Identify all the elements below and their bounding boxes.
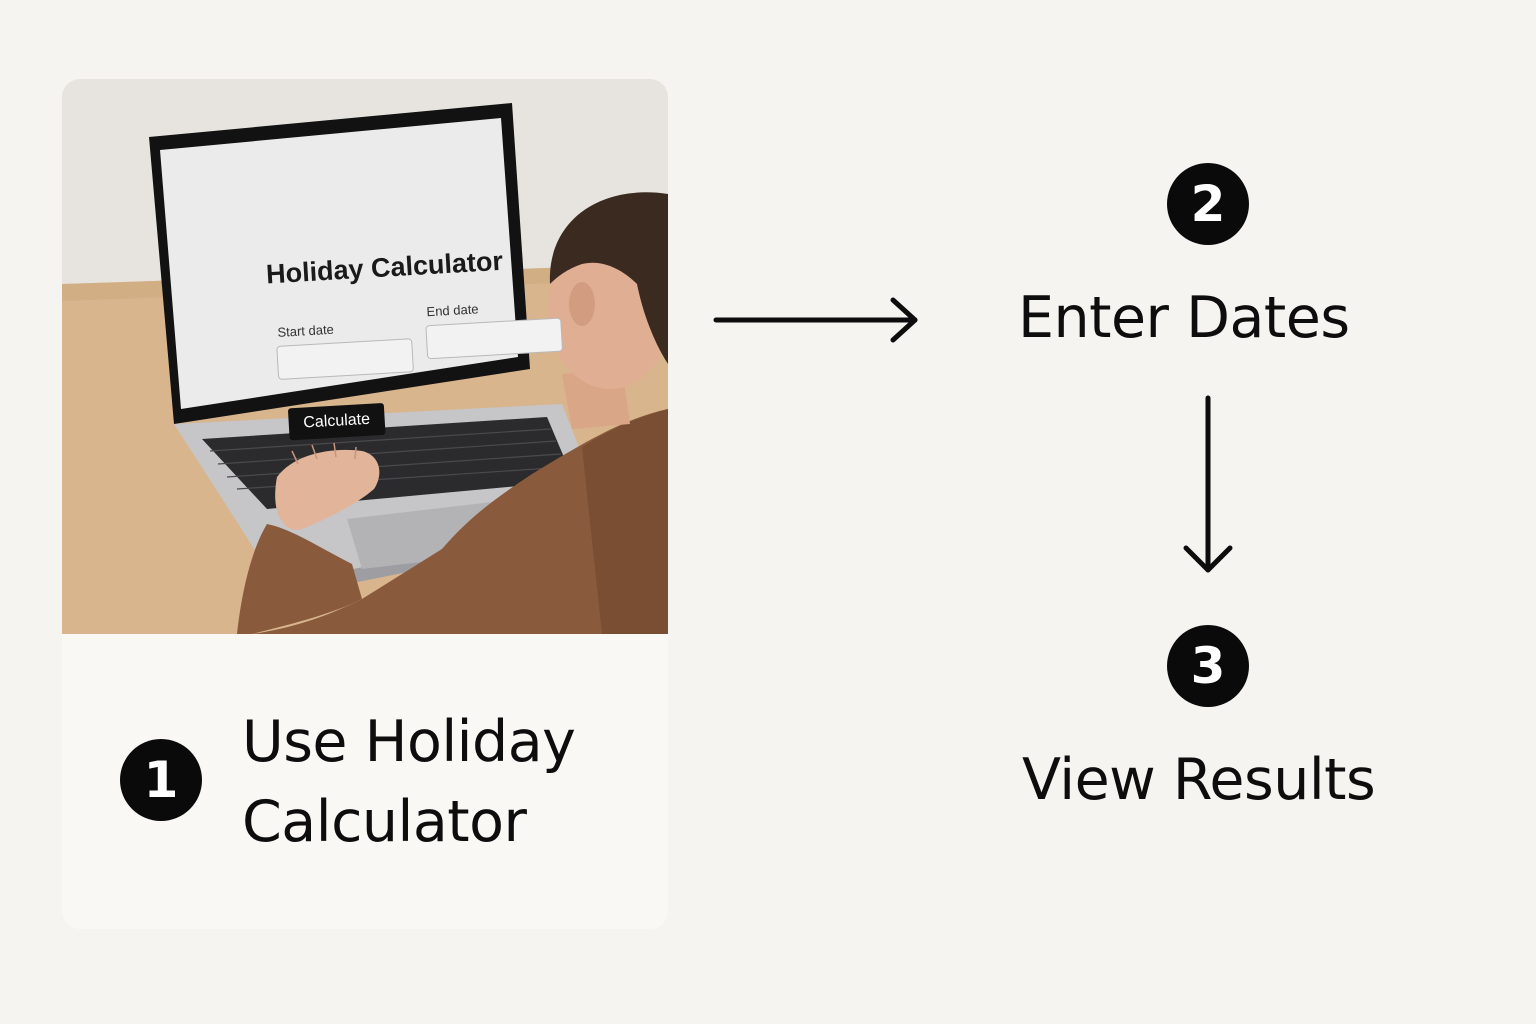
- start-date-field: [276, 338, 414, 380]
- screen-app-title: Holiday Calculator: [265, 245, 504, 290]
- step-1-title-line1: Use Holiday: [242, 709, 576, 775]
- step-1-card: Holiday Calculator Start date End date C…: [62, 79, 668, 929]
- start-date-label: Start date: [277, 321, 335, 340]
- step-2-badge: 2: [1167, 163, 1249, 245]
- step-1-badge: 1: [120, 739, 202, 821]
- arrow-right-icon: [713, 297, 918, 343]
- end-date-field: [425, 317, 564, 360]
- laptop-photo: Holiday Calculator Start date End date C…: [62, 79, 668, 634]
- calculate-button: Calculate: [287, 402, 386, 441]
- end-date-label: End date: [426, 301, 479, 320]
- laptop-screen-app: Holiday Calculator Start date End date C…: [220, 183, 606, 484]
- step-3-title: View Results: [1022, 747, 1376, 813]
- step-1-title-line2: Calculator: [242, 789, 527, 855]
- arrow-down-icon: [1183, 395, 1233, 573]
- step-3-badge: 3: [1167, 625, 1249, 707]
- laptop-illustration: [62, 79, 668, 634]
- step-2-title: Enter Dates: [1018, 285, 1350, 351]
